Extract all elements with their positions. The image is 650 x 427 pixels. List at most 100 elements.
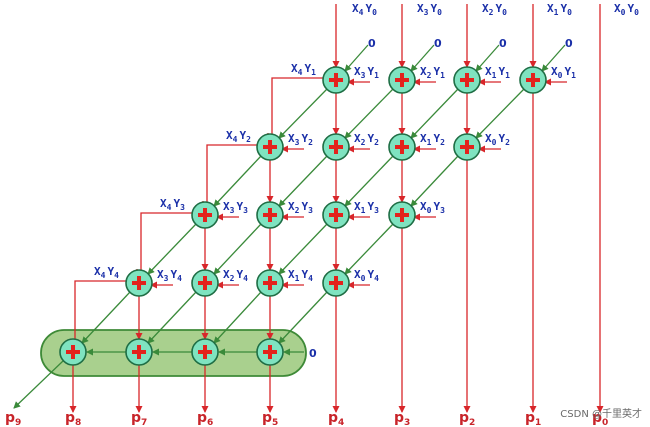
p-letter: p	[131, 410, 141, 426]
carry-wire	[213, 155, 262, 207]
zero-label: 0	[309, 347, 317, 360]
plus-bar-v	[268, 208, 272, 222]
x-index: 2	[361, 138, 366, 147]
output-p5: p5	[262, 410, 278, 427]
carry-propagate-adder	[40, 329, 307, 377]
plus-icon	[395, 73, 409, 87]
x-index: 0	[558, 71, 563, 80]
x-index: 1	[295, 274, 300, 283]
plus-icon	[198, 276, 212, 290]
p-letter: p	[328, 410, 338, 426]
plus-bar-v	[400, 140, 404, 154]
plus-icon	[132, 276, 146, 290]
x-letter: X	[352, 2, 359, 15]
plus-icon	[329, 276, 343, 290]
x-index: 0	[492, 138, 497, 147]
x-letter: X	[420, 132, 427, 145]
x-index: 0	[427, 206, 432, 215]
x-index: 1	[554, 8, 559, 17]
x-index: 0	[361, 274, 366, 283]
plus-bar-v	[71, 345, 75, 359]
y-index: 0	[634, 8, 639, 17]
p-letter: p	[592, 410, 602, 426]
carry-wire	[278, 88, 328, 139]
y-index: 2	[505, 138, 510, 147]
x-index: 2	[489, 8, 494, 17]
x-index: 3	[424, 8, 429, 17]
p-letter: p	[5, 410, 15, 426]
carry-wire	[475, 88, 525, 139]
x-index: 2	[427, 71, 432, 80]
p-letter: p	[197, 410, 207, 426]
p-index: 3	[404, 418, 410, 427]
p-letter: p	[394, 410, 404, 426]
x-letter: X	[614, 2, 621, 15]
x-index: 3	[230, 206, 235, 215]
p-letter: p	[459, 410, 469, 426]
plus-icon	[395, 140, 409, 154]
output-p3: p3	[394, 410, 410, 427]
carry-wire	[410, 88, 459, 139]
plus-icon	[263, 208, 277, 222]
plus-icon	[263, 276, 277, 290]
y-index: 4	[308, 274, 313, 283]
zero-label: 0	[434, 37, 442, 50]
x-letter: X	[485, 132, 492, 145]
plus-bar-v	[203, 276, 207, 290]
zero-carry-wire	[475, 44, 500, 72]
cpa-adder-c0	[59, 338, 87, 366]
x-index: 4	[359, 8, 364, 17]
x-letter: X	[157, 268, 164, 281]
plus-icon	[263, 345, 277, 359]
feed-wire	[271, 77, 323, 143]
y-index: 1	[440, 71, 445, 80]
y-letter: Y	[564, 65, 571, 78]
y-letter: Y	[367, 268, 374, 281]
y-index: 1	[374, 71, 379, 80]
x-letter: X	[354, 268, 361, 281]
x-letter: X	[417, 2, 424, 15]
x-index: 3	[361, 71, 366, 80]
output-p8: p8	[65, 410, 81, 427]
carry-wire	[344, 223, 394, 275]
zero-label: 0	[499, 37, 507, 50]
y-letter: Y	[627, 2, 634, 15]
plus-bar-v	[531, 73, 535, 87]
x-index: 1	[361, 206, 366, 215]
carry-propagate-band	[40, 329, 307, 377]
y-letter: Y	[433, 65, 440, 78]
plus-bar-v	[400, 208, 404, 222]
x-letter: X	[482, 2, 489, 15]
p-index: 2	[469, 418, 475, 427]
x-index: 4	[298, 68, 303, 77]
x-index: 4	[167, 203, 172, 212]
adder-r4-c1	[125, 269, 153, 297]
y-index: 0	[372, 8, 377, 17]
y-letter: Y	[304, 62, 311, 75]
y-index: 4	[114, 271, 119, 280]
x-index: 3	[295, 138, 300, 147]
y-letter: Y	[301, 200, 308, 213]
carry-wire	[213, 223, 262, 275]
plus-bar-v	[334, 208, 338, 222]
p-letter: p	[65, 410, 75, 426]
y-letter: Y	[498, 132, 505, 145]
output-p6: p6	[197, 410, 213, 427]
plus-icon	[329, 73, 343, 87]
carry-wire	[278, 223, 328, 275]
y-index: 3	[308, 206, 313, 215]
feed-wire	[140, 212, 192, 278]
carry-wire	[344, 88, 394, 139]
y-index: 3	[440, 206, 445, 215]
carry-wire	[344, 155, 394, 207]
y-index: 2	[440, 138, 445, 147]
